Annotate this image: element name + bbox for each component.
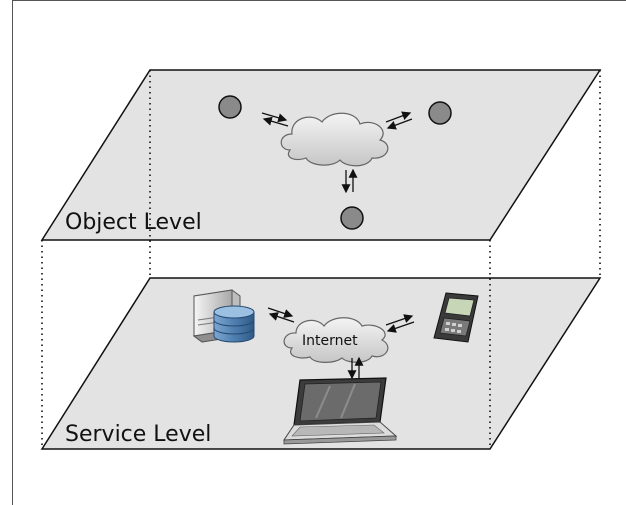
object-node-left-icon — [218, 95, 242, 119]
object-node-bottom-icon — [340, 206, 364, 230]
object-node-right-icon — [428, 101, 452, 125]
plane-connectors — [41, 70, 601, 449]
mobile-phone-icon — [433, 292, 479, 343]
internet-cloud-icon — [283, 317, 389, 363]
internet-label: Internet — [302, 333, 358, 349]
object-level-label: Object Level — [65, 210, 202, 235]
diagram-frame — [12, 0, 626, 505]
object-link-arrows — [261, 111, 413, 194]
laptop-icon — [283, 377, 398, 445]
object-hub-cloud-icon — [280, 112, 389, 167]
server-database-icon — [192, 289, 255, 343]
service-level-label: Service Level — [65, 422, 211, 447]
service-link-arrows — [267, 307, 415, 380]
